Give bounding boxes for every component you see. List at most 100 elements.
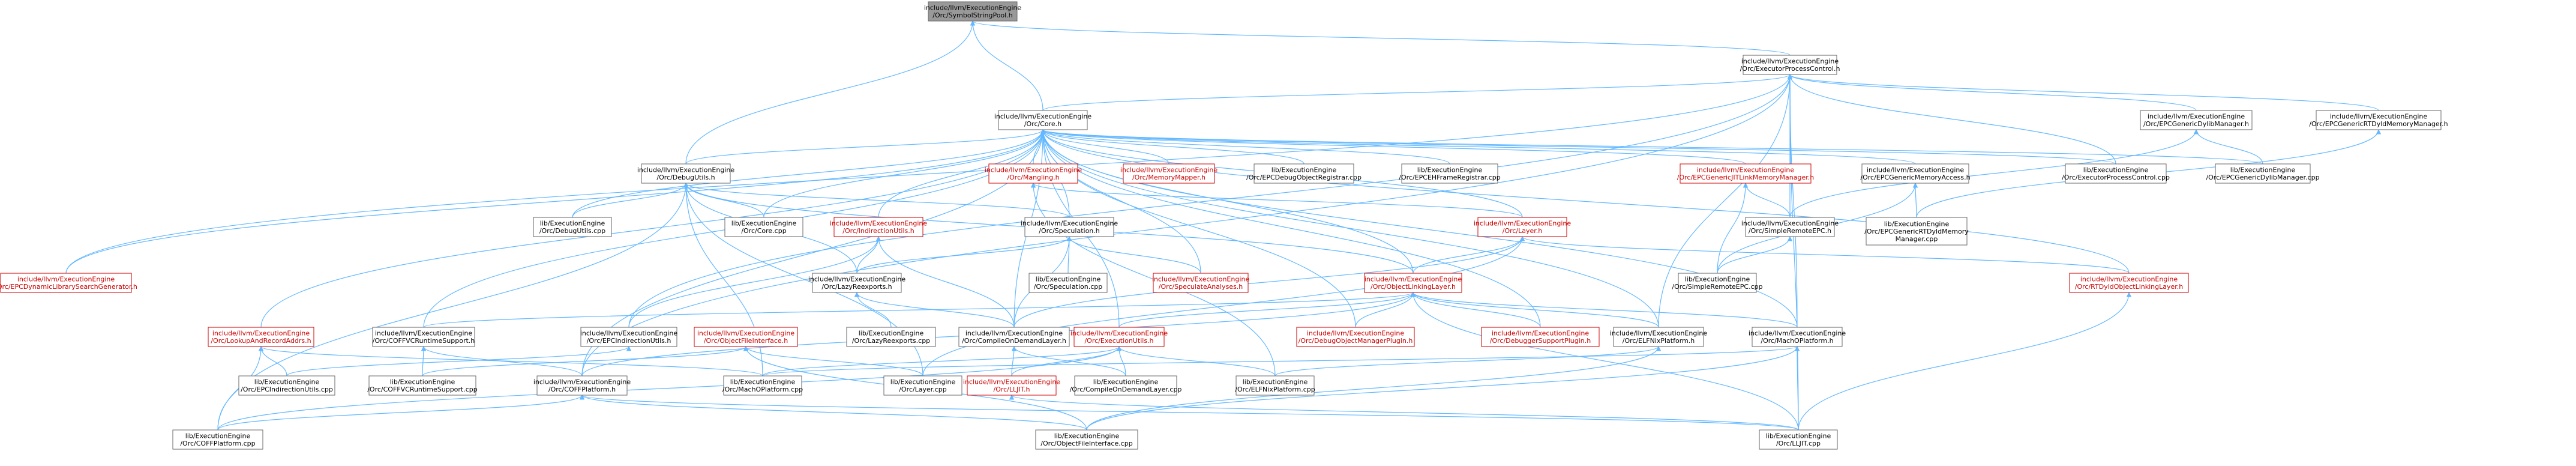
dependency-edge [423, 292, 1416, 328]
node-label-line: /Orc/EPCGenericMemoryAccess.h [1860, 174, 1970, 181]
graph-node-objfileiface-cpp[interactable]: lib/ExecutionEngine/Orc/ObjectFileInterf… [1035, 429, 1138, 450]
node-label-line: include/llvm/ExecutionEngine [830, 220, 928, 228]
graph-node-layer-cpp[interactable]: lib/ExecutionEngine/Orc/Layer.cpp [883, 375, 962, 396]
graph-node-coffplatform-cpp[interactable]: lib/ExecutionEngine/Orc/COFFPlatform.cpp [172, 429, 263, 450]
dependency-edge [286, 346, 632, 377]
node-label-line: /Orc/Core.cpp [741, 227, 786, 235]
graph-node-debuggersupport[interactable]: include/llvm/ExecutionEngine/Orc/Debugge… [1481, 327, 1600, 347]
graph-node-elfnix-h[interactable]: include/llvm/ExecutionEngine/Orc/ELFNixP… [1610, 327, 1708, 347]
node-label-line: /Orc/ExecutorProcessControl.cpp [2062, 174, 2170, 181]
graph-node-epcdyn[interactable]: include/llvm/ExecutionEngine/Orc/EPCDyna… [0, 273, 137, 293]
dependency-edge [1743, 183, 1791, 218]
dependency-edge [1040, 129, 1201, 274]
dependency-edge [421, 346, 427, 377]
graph-node-epcehframe[interactable]: lib/ExecutionEngine/Orc/EPCEHFrameRegist… [1399, 163, 1501, 184]
graph-node-epcmemaccess[interactable]: include/llvm/ExecutionEngine/Orc/EPCGene… [1860, 163, 1971, 184]
graph-node-epcrtdyld-cpp[interactable]: lib/ExecutionEngine/Orc/EPCGenericRTDyld… [1864, 217, 1969, 246]
graph-node-specanalyses[interactable]: include/llvm/ExecutionEngine/Orc/Specula… [1152, 273, 1250, 293]
graph-node-macho-h[interactable]: include/llvm/ExecutionEngine/Orc/MachOPl… [1749, 327, 1846, 347]
node-label-line: include/llvm/ExecutionEngine [1152, 276, 1250, 283]
node-label-line: /Orc/LazyReexports.h [821, 283, 892, 291]
graph-node-epcdylib[interactable]: include/llvm/ExecutionEngine/Orc/EPCGene… [2140, 110, 2253, 130]
graph-node-macho-cpp[interactable]: lib/ExecutionEngine/Orc/MachOPlatform.cp… [722, 375, 803, 396]
graph-node-simpleremote-h[interactable]: include/llvm/ExecutionEngine/Orc/SimpleR… [1741, 217, 1839, 237]
graph-node-speculation-h[interactable]: include/llvm/ExecutionEngine/Orc/Specula… [1021, 217, 1118, 237]
dependency-edge [1798, 292, 2132, 431]
node-label-line: /Orc/ExecutionUtils.h [1084, 337, 1153, 345]
node-label-line: /Orc/DebugUtils.cpp [539, 227, 605, 235]
graph-node-debugobjmgr[interactable]: include/llvm/ExecutionEngine/Orc/DebugOb… [1296, 327, 1415, 347]
dependency-edge [1410, 292, 1799, 431]
dependency-edge [1355, 292, 1416, 328]
graph-node-epcdebugobj[interactable]: lib/ExecutionEngine/Orc/EPCDebugObjectRe… [1246, 163, 1362, 184]
graph-node-coffplatform-h[interactable]: include/llvm/ExecutionEngine/Orc/COFFPla… [533, 375, 631, 396]
node-label-line: /Orc/DebuggerSupportPlugin.h [1490, 337, 1591, 345]
node-label-line: include/llvm/ExecutionEngine [985, 166, 1082, 174]
graph-node-elfnix-cpp[interactable]: lib/ExecutionEngine/Orc/ELFNixPlatform.c… [1235, 375, 1315, 396]
graph-node-epcdylib-cpp[interactable]: lib/ExecutionEngine/Orc/EPCGenericDylibM… [2206, 163, 2320, 184]
graph-node-lljit-cpp[interactable]: lib/ExecutionEngine/Orc/LLJIT.cpp [1759, 429, 1838, 450]
graph-node-compileondemand-cpp[interactable]: lib/ExecutionEngine/Orc/CompileOnDemandL… [1070, 375, 1182, 396]
node-label-line: include/llvm/ExecutionEngine [375, 330, 473, 337]
graph-node-lookupaddrs[interactable]: include/llvm/ExecutionEngine/Orc/LookupA… [208, 327, 314, 347]
node-box [533, 217, 612, 237]
node-box [1073, 327, 1165, 347]
graph-node-coffvcrt-h[interactable]: include/llvm/ExecutionEngine/Orc/COFFVCR… [372, 327, 475, 347]
node-label-line: /Orc/LLJIT.cpp [1776, 440, 1821, 447]
graph-node-lljit-h[interactable]: include/llvm/ExecutionEngine/Orc/LLJIT.h [963, 375, 1061, 396]
graph-node-indirection-h[interactable]: include/llvm/ExecutionEngine/Orc/Indirec… [830, 217, 928, 237]
node-label-line: /Orc/ExecutorProcessControl.h [1740, 65, 1840, 73]
node-label-line: /Orc/SpeculateAnalyses.h [1159, 283, 1243, 291]
node-label-line: /Orc/MachOPlatform.cpp [722, 386, 803, 393]
node-label-line: lib/ExecutionEngine [731, 220, 797, 228]
node-label-line: /Orc/RTDyldObjectLinkingLayer.h [2075, 283, 2183, 291]
node-label-line: lib/ExecutionEngine [185, 432, 251, 440]
dependency-edge [1787, 74, 2197, 111]
graph-node-memmapper[interactable]: include/llvm/ExecutionEngine/Orc/MemoryM… [1120, 163, 1218, 184]
dependency-edge [1717, 183, 1749, 274]
node-label-line: /Orc/LLJIT.h [993, 386, 1030, 393]
dependency-edge [422, 346, 749, 377]
node-label-line: lib/ExecutionEngine [859, 330, 924, 337]
graph-node-lazyreexports-h[interactable]: include/llvm/ExecutionEngine/Orc/LazyRee… [808, 273, 906, 293]
node-label-line: /Orc/EPCEHFrameRegistrar.cpp [1399, 174, 1500, 181]
graph-node-speculation-cpp[interactable]: lib/ExecutionEngine/Orc/Speculation.cpp [1028, 273, 1108, 293]
graph-node-debugutils-cpp[interactable]: lib/ExecutionEngine/Orc/DebugUtils.cpp [533, 217, 612, 237]
node-layer: include/llvm/ExecutionEngine/Orc/SymbolS… [0, 1, 2448, 450]
node-label-line: include/llvm/ExecutionEngine [1474, 220, 1572, 228]
graph-node-epcindirection-cpp[interactable]: lib/ExecutionEngine/Orc/EPCIndirectionUt… [238, 375, 335, 396]
graph-node-core[interactable]: include/llvm/ExecutionEngine/Orc/Core.h [994, 110, 1092, 130]
node-label-line: include/llvm/ExecutionEngine [1070, 330, 1168, 337]
graph-node-root: include/llvm/ExecutionEngine/Orc/SymbolS… [924, 1, 1021, 22]
node-label-line: /Orc/Core.h [1024, 120, 1061, 128]
node-label-line: /Orc/ELFNixPlatform.cpp [1235, 386, 1315, 393]
graph-node-mangling[interactable]: include/llvm/ExecutionEngine/Orc/Manglin… [985, 163, 1082, 184]
graph-node-layer-h[interactable]: include/llvm/ExecutionEngine/Orc/Layer.h [1474, 217, 1572, 237]
dependency-edge [1040, 129, 1169, 165]
node-label-line: /Orc/EPCGenericDylibManager.h [2143, 120, 2249, 128]
node-box [998, 110, 1088, 130]
graph-node-objlinking[interactable]: include/llvm/ExecutionEngine/Orc/ObjectL… [1364, 273, 1462, 293]
dependency-edge [1658, 74, 1793, 328]
graph-node-epc[interactable]: include/llvm/ExecutionEngine/Orc/Executo… [1740, 55, 1840, 75]
graph-node-epcjitlinkmm[interactable]: include/llvm/ExecutionEngine/Orc/EPCGene… [1677, 163, 1814, 184]
graph-node-executionutils-h[interactable]: include/llvm/ExecutionEngine/Orc/Executi… [1070, 327, 1168, 347]
dependency-edge [875, 236, 1015, 328]
graph-node-epcindirection-h[interactable]: include/llvm/ExecutionEngine/Orc/EPCIndi… [580, 327, 678, 347]
graph-node-rtdyldlink[interactable]: include/llvm/ExecutionEngine/Orc/RTDyldO… [2069, 273, 2189, 293]
graph-node-simpleremote-cpp[interactable]: lib/ExecutionEngine/Orc/SimpleRemoteEPC.… [1672, 273, 1763, 293]
graph-node-coffvcrt-cpp[interactable]: lib/ExecutionEngine/Orc/COFFVCRuntimeSup… [367, 375, 478, 396]
node-label-line: Manager.cpp [1896, 235, 1938, 243]
node-box [928, 1, 1018, 22]
graph-node-debugutils-h[interactable]: include/llvm/ExecutionEngine/Orc/DebugUt… [637, 163, 735, 184]
node-label-line: /Orc/EPCIndirectionUtils.cpp [241, 386, 333, 393]
graph-node-core-cpp[interactable]: lib/ExecutionEngine/Orc/Core.cpp [724, 217, 803, 237]
graph-node-epc-cpp[interactable]: lib/ExecutionEngine/Orc/ExecutorProcessC… [2062, 163, 2170, 184]
node-box [1235, 375, 1315, 396]
graph-node-epcrtdyld-h[interactable]: include/llvm/ExecutionEngine/Orc/EPCGene… [2309, 110, 2448, 130]
graph-node-lazyreexports-cpp[interactable]: lib/ExecutionEngine/Orc/LazyReexports.cp… [846, 327, 936, 347]
graph-node-objfileiface-h[interactable]: include/llvm/ExecutionEngine/Orc/ObjectF… [694, 327, 798, 347]
graph-node-compileondemand-h[interactable]: include/llvm/ExecutionEngine/Orc/Compile… [958, 327, 1070, 347]
node-label-line: /Orc/EPCGenericDylibManager.cpp [2206, 174, 2319, 181]
